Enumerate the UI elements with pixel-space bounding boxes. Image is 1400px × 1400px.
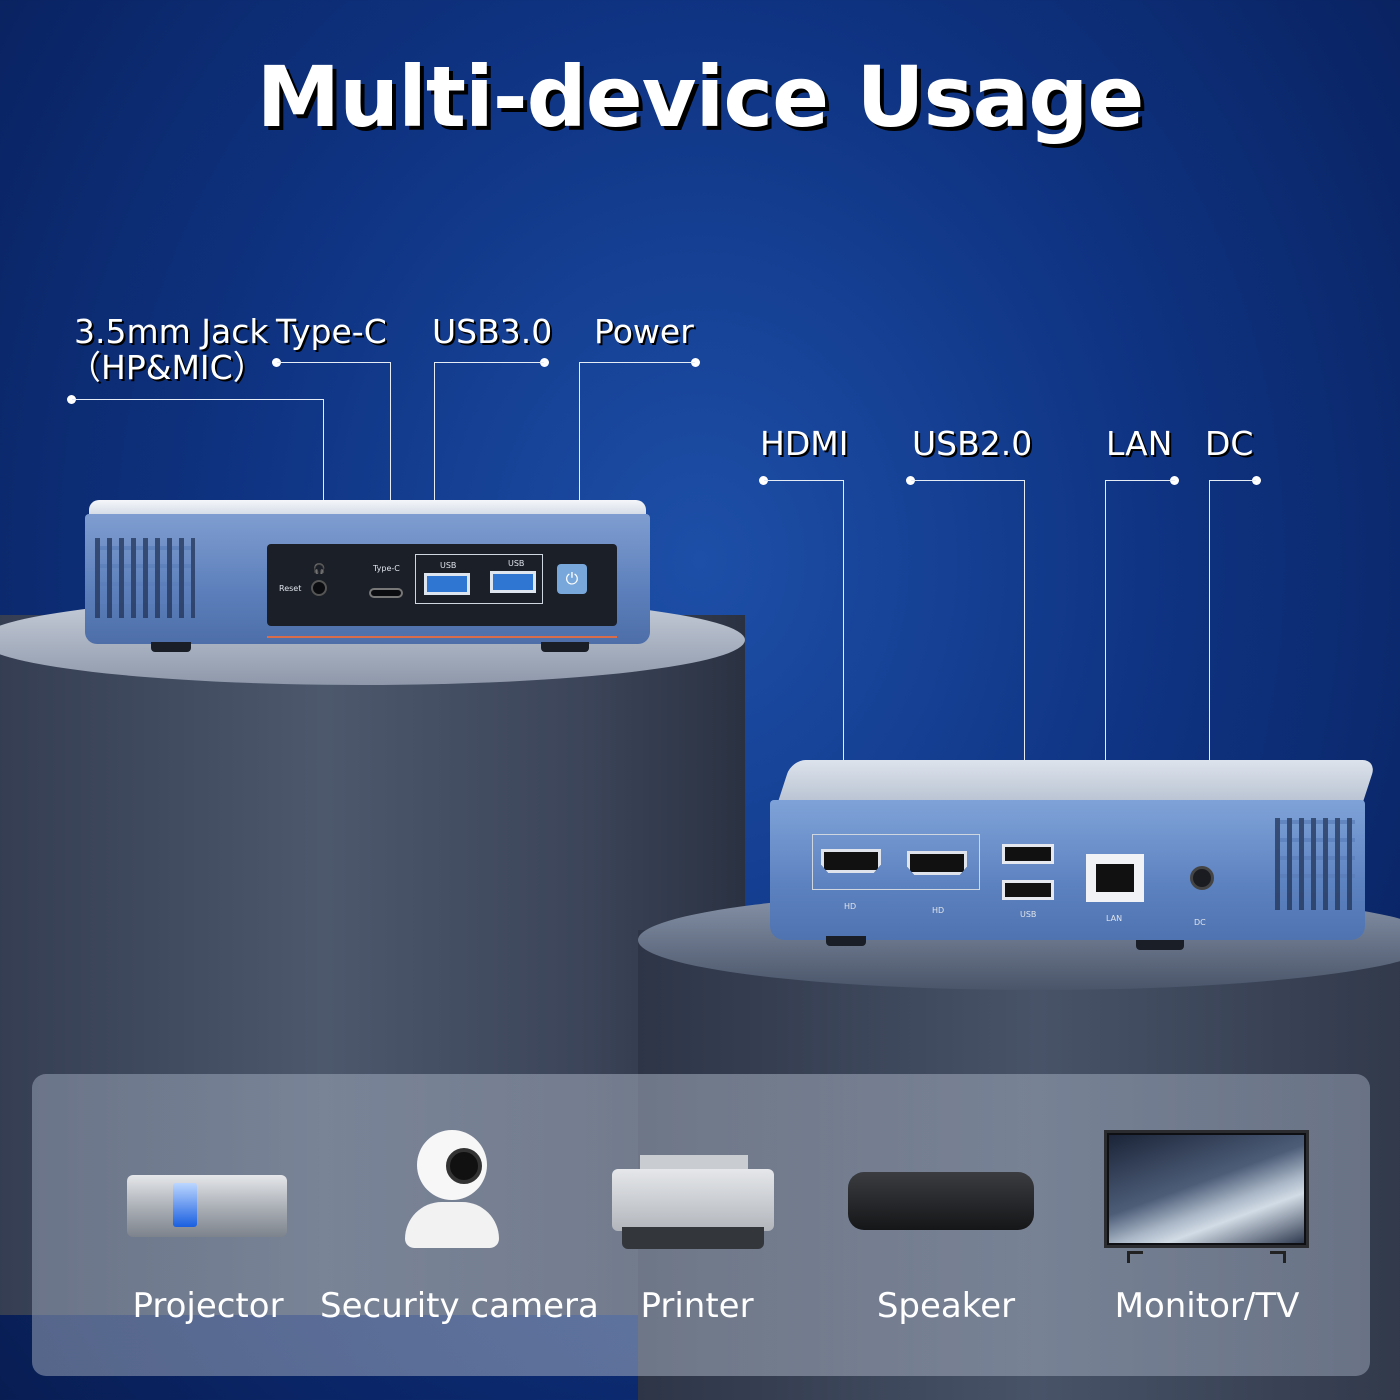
device-front-body: Reset 🎧 Type-C USB USB ⏻ (85, 514, 650, 644)
hdmi-port (821, 849, 881, 873)
lan-port-label: LAN (1106, 914, 1123, 923)
device-foot (541, 642, 589, 652)
projector-icon (127, 1175, 287, 1237)
leader-dot (540, 358, 549, 367)
label-jack-sub: （HP&MIC） (68, 348, 266, 387)
leader-line (390, 362, 391, 562)
leader-line (72, 399, 324, 400)
leader-line (843, 480, 844, 832)
leader-line (764, 480, 844, 481)
leader-line (579, 362, 695, 363)
hdmi-port (907, 851, 967, 875)
power-icon: ⏻ (557, 564, 587, 594)
device-top-lid (89, 500, 646, 516)
lan-port-hole (1096, 864, 1134, 892)
leader-dot (759, 476, 768, 485)
camera-base (405, 1202, 499, 1248)
leader-dot (67, 395, 76, 404)
page-title: Multi-device Usage (256, 48, 1145, 146)
typec-port-label: Type-C (373, 564, 400, 573)
camera-lens (446, 1148, 482, 1184)
label-usb3: USB3.0 (432, 312, 553, 351)
leader-dot (691, 358, 700, 367)
device-label-projector: Projector (132, 1286, 284, 1326)
camera-head (417, 1130, 487, 1200)
leader-line (911, 480, 1025, 481)
front-port-panel: Reset 🎧 Type-C USB USB ⏻ (267, 544, 617, 638)
device-foot (1136, 940, 1184, 950)
label-typec: Type-C (276, 312, 387, 351)
leader-line (1024, 480, 1025, 842)
security-camera-icon (405, 1130, 499, 1248)
device-label-speaker: Speaker (876, 1286, 1016, 1326)
leader-line (434, 362, 544, 363)
usb2-port (1002, 844, 1054, 864)
vent-grille (95, 538, 195, 618)
usb2-port (1002, 880, 1054, 900)
leader-line (1209, 480, 1256, 481)
usb3-port (490, 571, 536, 593)
device-label-printer: Printer (640, 1286, 754, 1326)
device-label-security-camera: Security camera (320, 1286, 599, 1326)
printer-base (622, 1227, 764, 1249)
device-foot (826, 936, 866, 946)
usb-c-port (369, 588, 403, 598)
leader-line (1209, 480, 1210, 870)
audio-jack-port (311, 580, 327, 596)
tv-screen (1109, 1135, 1304, 1243)
usb-port-label: USB (508, 559, 525, 568)
headphone-icon: 🎧 (313, 564, 326, 575)
leader-dot (906, 476, 915, 485)
lan-port (1086, 854, 1144, 902)
label-power: Power (594, 312, 694, 351)
dc-port-label: DC (1194, 918, 1206, 927)
usb-port-label: USB (440, 561, 457, 570)
device-foot (151, 642, 191, 652)
leader-line (323, 399, 324, 559)
hd-port-label: HD (932, 906, 945, 915)
dc-power-port (1190, 866, 1214, 890)
monitor-tv-icon (1104, 1130, 1309, 1263)
accent-stripe (267, 636, 617, 638)
leader-line (434, 362, 435, 552)
printer-icon (612, 1155, 774, 1249)
mini-pc-back: HD HD USB LAN DC (770, 760, 1377, 960)
speaker-icon (848, 1172, 1034, 1230)
leader-dot (1252, 476, 1261, 485)
usb3-port (424, 573, 470, 595)
tv-leg (1127, 1251, 1143, 1263)
leader-line (1105, 480, 1175, 481)
device-label-monitor-tv: Monitor/TV (1114, 1286, 1300, 1326)
printer-tray (640, 1155, 748, 1173)
label-jack: 3.5mm Jack (74, 312, 269, 351)
hd-port-label: HD (844, 902, 857, 911)
mini-pc-front: Reset 🎧 Type-C USB USB ⏻ (85, 500, 650, 660)
hdmi-port-group (812, 834, 980, 890)
usb-port-label: USB (1020, 910, 1037, 919)
reset-label: Reset (279, 584, 302, 593)
label-hdmi: HDMI (760, 424, 849, 463)
leader-dot (272, 358, 281, 367)
leader-line (579, 362, 580, 562)
usb3-port-group: USB USB (415, 554, 543, 604)
tv-leg (1270, 1251, 1286, 1263)
leader-line (1105, 480, 1106, 852)
device-top-lid (778, 760, 1377, 802)
projector-lens (173, 1183, 197, 1227)
vent-grille (1275, 818, 1355, 910)
label-lan: LAN (1106, 424, 1173, 463)
printer-body (612, 1169, 774, 1231)
leader-line (277, 362, 391, 363)
device-back-body: HD HD USB LAN DC (770, 800, 1365, 940)
label-usb2: USB2.0 (912, 424, 1033, 463)
label-dc: DC (1205, 424, 1254, 463)
